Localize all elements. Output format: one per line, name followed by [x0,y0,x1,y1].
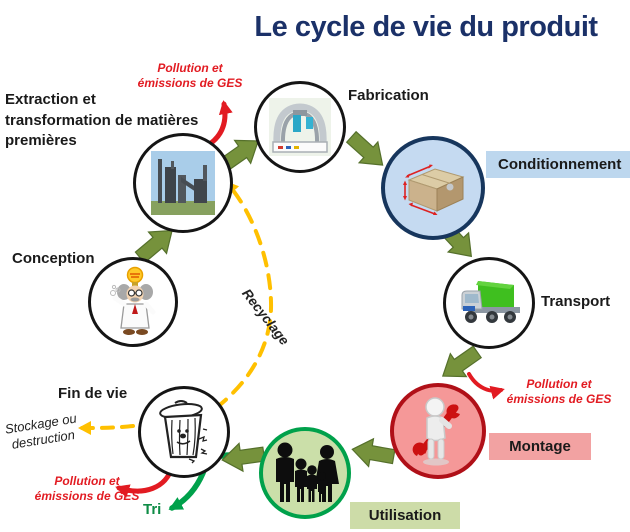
trashcan-icon [159,400,208,464]
label-tri: Tri [143,501,162,518]
label-extraction-line1: Extraction et [5,91,96,108]
machine-icon [269,98,331,156]
label-extraction-line3: premières [5,132,77,150]
label-montage: Montage [489,433,591,460]
factory-icon [151,151,215,215]
pollution-arrow-montage [467,372,505,400]
node-conception [88,257,178,347]
assembly-figure-icon [412,397,460,466]
pollution-note-top: Pollution et émissions de GES [137,61,243,90]
label-findevie: Fin de vie [58,385,128,402]
recycle-dashed-arrow [214,180,274,410]
stockage-dashed-arrow [78,420,135,435]
node-extraction [133,133,233,233]
family-icon [276,442,339,502]
pollution-note-right: Pollution et émissions de GES [506,377,612,406]
node-montage [390,383,486,479]
label-transport: Transport [541,293,611,310]
node-utilisation [259,427,351,519]
cardboard-box-icon [403,164,465,215]
node-transport [443,257,535,349]
label-utilisation: Utilisation [350,502,460,529]
scientist-icon [110,266,156,335]
node-findevie [138,386,230,478]
label-extraction-line2: transformation de matières [5,111,199,129]
label-extraction: Extraction et transformation de matières… [5,90,237,152]
page-title: Le cycle de vie du produit [254,11,598,43]
label-conception: Conception [12,250,95,267]
node-conditionnement [381,136,485,240]
node-fabrication [254,81,346,173]
label-fabrication: Fabrication [348,87,429,104]
flow-arrow-montage-utilisation [349,434,397,472]
label-conditionnement: Conditionnement [486,151,630,178]
pollution-note-bottom-left: Pollution et émissions de GES [34,474,140,503]
truck-icon [461,281,520,323]
